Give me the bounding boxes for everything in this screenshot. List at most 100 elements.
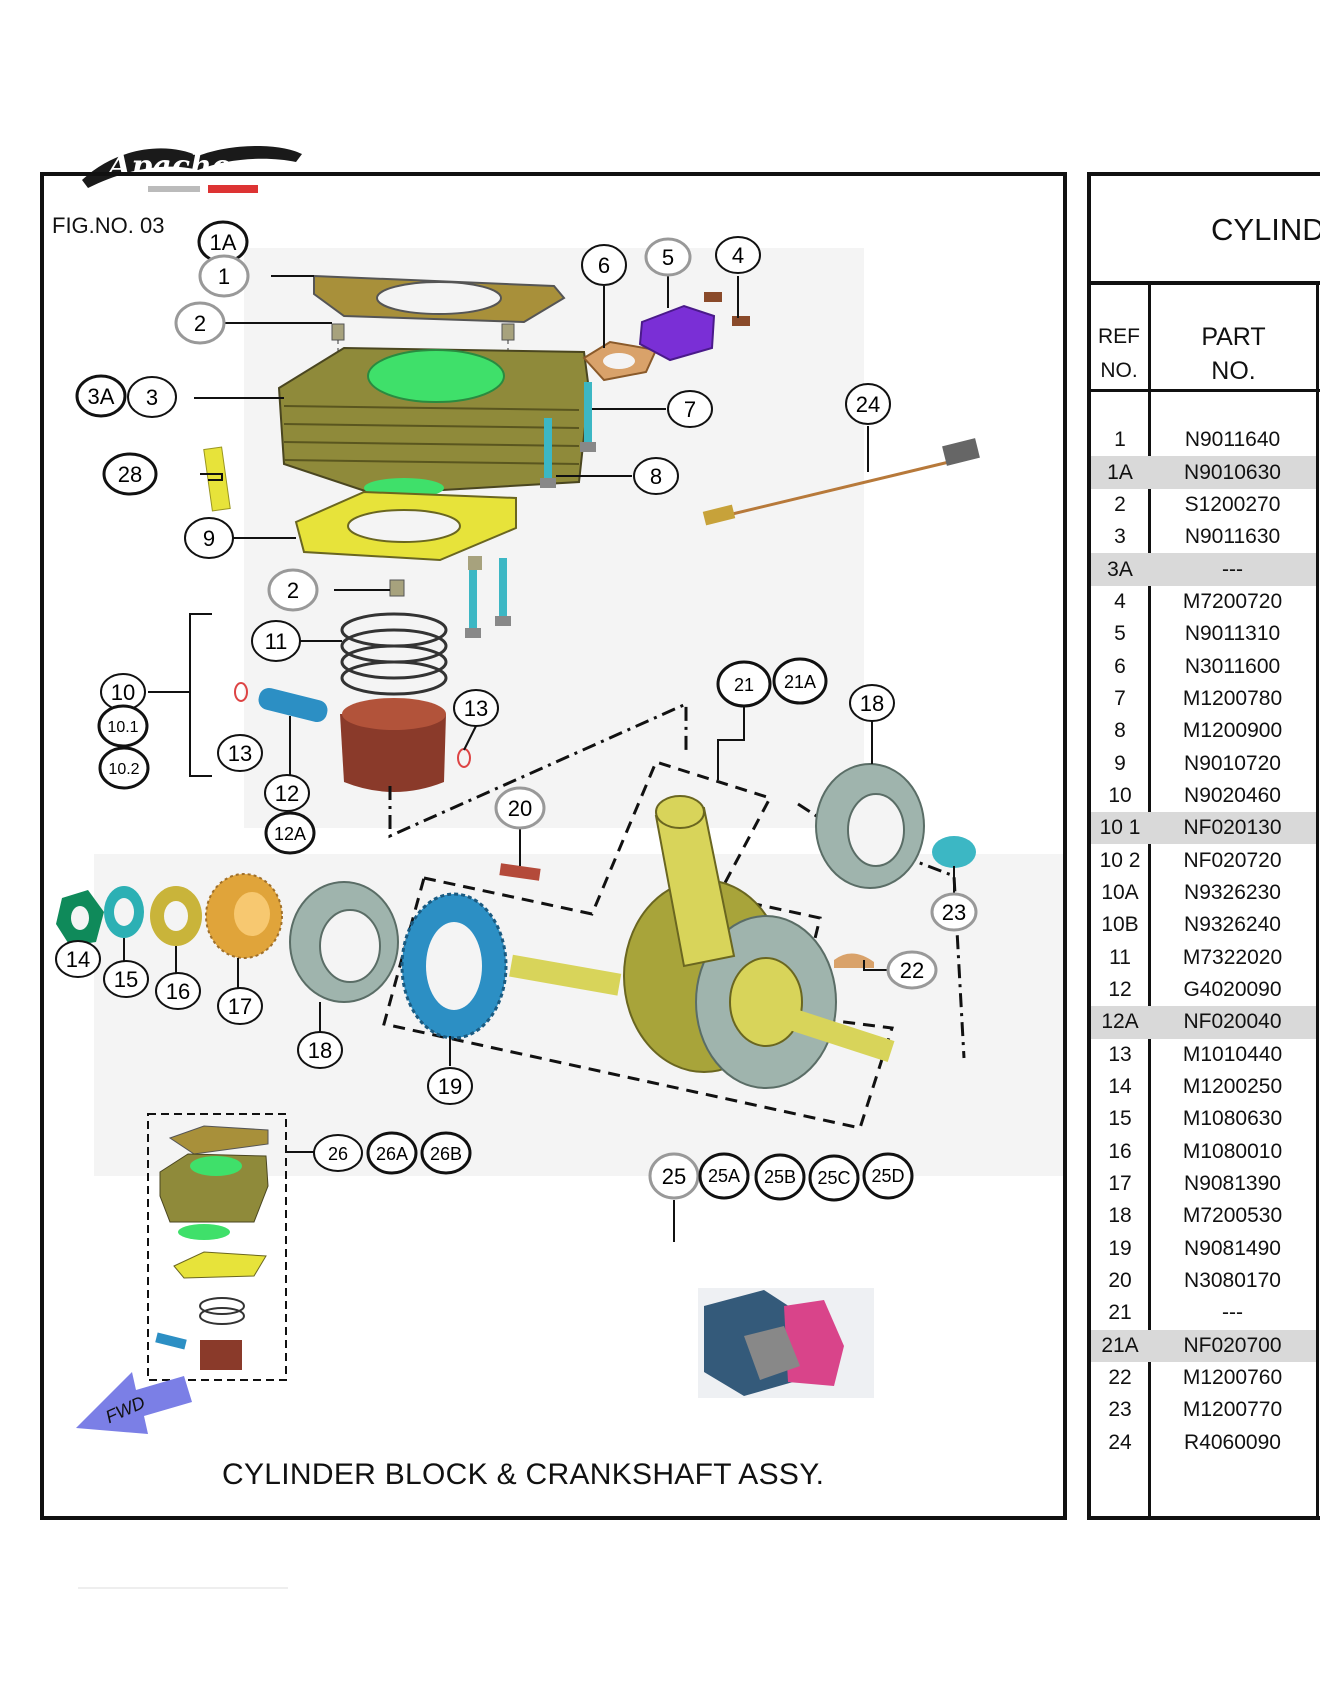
svg-text:2: 2 (287, 578, 299, 603)
svg-text:10: 10 (111, 680, 135, 705)
svg-text:13: 13 (464, 696, 488, 721)
part-no-cell: N9020460 (1184, 783, 1281, 807)
callout-2: 2 (174, 301, 226, 345)
svg-text:8: 8 (650, 464, 662, 489)
svg-text:7: 7 (684, 397, 696, 422)
ref-no-cell: 10 1 (1099, 816, 1141, 840)
svg-text:26A: 26A (376, 1144, 408, 1164)
part-no-cell: M7200720 (1182, 589, 1283, 613)
svg-text:21A: 21A (784, 672, 816, 692)
ref-no-cell: 23 (1108, 1398, 1132, 1422)
stud-bolt (499, 558, 507, 620)
left-bearing (289, 881, 399, 1003)
part-no-cell: R4060090 (1184, 1430, 1281, 1454)
ref-no-cell: 20 (1108, 1269, 1132, 1293)
ref-no-cell: 8 (1114, 719, 1126, 743)
ref-no-cell: 10B (1101, 913, 1139, 937)
crank-outline (388, 701, 966, 1059)
part-no-cell: M7200530 (1182, 1204, 1283, 1228)
svg-text:25D: 25D (871, 1166, 904, 1186)
kit-box (147, 1113, 287, 1381)
table-row: 8 M1200900 (1091, 715, 1316, 747)
ref-no-cell: 5 (1114, 622, 1126, 646)
part-no-cell: N9326230 (1184, 880, 1281, 904)
svg-text:12: 12 (275, 781, 299, 806)
ref-no-cell: 2 (1114, 492, 1126, 516)
parts-table (1087, 172, 1320, 1520)
stud-bolt (544, 418, 552, 480)
callout-5: 5 (644, 237, 692, 277)
crankshaft (509, 795, 895, 1089)
callout-21: 21 (716, 660, 772, 708)
callout-23: 23 (930, 892, 978, 932)
callout-4: 4 (715, 236, 761, 274)
svg-text:10.1: 10.1 (107, 719, 138, 736)
part-no-cell: M1200900 (1182, 719, 1283, 743)
table-row: 5 N9011310 (1091, 618, 1316, 650)
callout-9: 9 (184, 517, 234, 559)
table-row: 3A--- (1091, 553, 1316, 586)
svg-text:1: 1 (218, 264, 230, 289)
callout-7: 7 (667, 390, 713, 428)
ref-no-cell: 22 (1108, 1366, 1132, 1390)
ref-no-cell: 10 2 (1099, 848, 1141, 872)
exploded-diagram: FWD 1A 1 2 3A 3 (55, 220, 1063, 1434)
part-no-cell: N9010720 (1184, 751, 1281, 775)
ref-no-cell: 9 (1114, 751, 1126, 775)
part-no-cell: M1010440 (1182, 1042, 1283, 1066)
callout-13a: 13 (217, 734, 263, 772)
part-no-cell: N9081490 (1184, 1236, 1281, 1260)
table-title: CYLIND (1211, 212, 1320, 247)
stud-nut (465, 628, 481, 638)
part-no-cell: NF020130 (1183, 816, 1282, 840)
callout-25A: 25A (698, 1152, 750, 1200)
table-row: 10 N9020460 (1091, 780, 1316, 812)
svg-text:22: 22 (900, 958, 924, 983)
ref-no-header: REF NO. (1090, 320, 1148, 388)
callout-12: 12 (264, 774, 310, 812)
svg-text:25C: 25C (817, 1168, 850, 1188)
callout-15: 15 (103, 960, 149, 998)
svg-text:19: 19 (438, 1074, 462, 1099)
ref-no-cell: 15 (1108, 1107, 1132, 1131)
svg-text:13: 13 (228, 741, 252, 766)
ref-no-cell: 21 (1108, 1301, 1132, 1325)
callout-3A: 3A (75, 374, 127, 418)
bolt (704, 292, 722, 302)
fwd-arrow: FWD (76, 1372, 192, 1434)
callout-24: 24 (845, 383, 891, 425)
figure-number: FIG.NO. 03 (52, 213, 165, 238)
part-no-cell: N9011310 (1184, 622, 1281, 646)
table-row: 9 N9010720 (1091, 747, 1316, 779)
callout-28: 28 (102, 452, 158, 496)
svg-text:12A: 12A (274, 824, 306, 844)
ref-no-cell: 10 (1108, 783, 1132, 807)
callout-1A: 1A (197, 220, 249, 264)
stud-bolt (584, 382, 592, 444)
callout-25: 25 (648, 1152, 700, 1200)
svg-text:26: 26 (328, 1144, 348, 1164)
svg-text:5: 5 (662, 245, 674, 270)
ref-no-cell: 21A (1101, 1333, 1139, 1357)
svg-text:9: 9 (203, 526, 215, 551)
part-no-cell: M1200780 (1182, 686, 1283, 710)
part-no-cell: M1200770 (1182, 1398, 1283, 1422)
table-divider (1087, 389, 1320, 392)
svg-text:6: 6 (598, 253, 610, 278)
table-row: 23 M1200770 (1091, 1394, 1316, 1426)
footer-mark (78, 1587, 288, 1589)
